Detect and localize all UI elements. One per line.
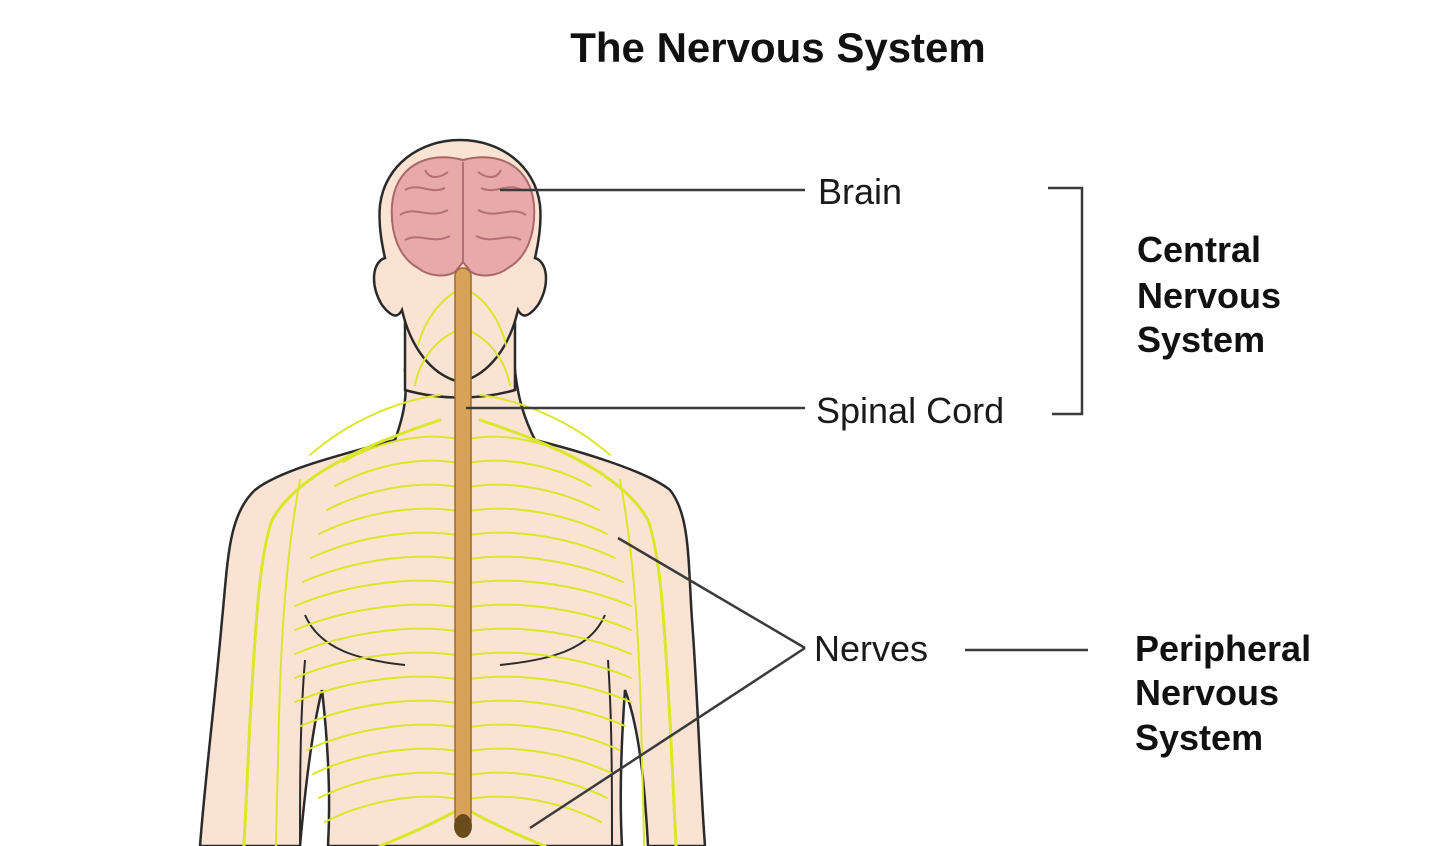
group-peripheral-line-1: Peripheral [1135, 628, 1311, 669]
intercostal-nerve [318, 507, 464, 535]
intercostal-nerve [300, 699, 464, 727]
intercostal-nerve [462, 531, 616, 559]
nerve-shoulder-left [309, 394, 441, 456]
intercostal-nerve [462, 723, 620, 751]
nerve-arm-right-2 [619, 479, 645, 846]
nerve-face-right [467, 289, 507, 346]
intercostal-nerve [294, 675, 464, 703]
intercostal-nerve [462, 651, 632, 679]
nerve-lumbar-right [466, 808, 547, 846]
intercostal-nerve [326, 483, 464, 511]
intercostal-nerve [294, 627, 464, 655]
intercostal-nerve [302, 555, 464, 583]
intercostal-nerve [462, 747, 614, 775]
intercostal-nerve [462, 507, 608, 535]
intercostal-nerve [310, 531, 464, 559]
group-peripheral-line-2: Nervous [1135, 672, 1279, 713]
cauda-equina [454, 814, 472, 838]
torso [198, 368, 707, 846]
label-spinal-cord: Spinal Cord [816, 390, 1004, 431]
label-brain: Brain [818, 171, 902, 212]
nerve-arm-left [242, 418, 442, 846]
nerve-neck-right [467, 329, 511, 386]
intercostal-nerve [462, 603, 632, 631]
group-central-line-3: System [1137, 319, 1265, 360]
intercostal-nerves [294, 435, 632, 823]
intercostal-nerve [294, 603, 464, 631]
cns-bracket [1048, 186, 1084, 416]
group-peripheral-line-3: System [1135, 717, 1263, 758]
group-central-line-1: Central [1137, 229, 1261, 270]
brain [390, 156, 536, 277]
chest-line-left [304, 614, 406, 666]
group-central-line-2: Nervous [1137, 275, 1281, 316]
intercostal-nerve [462, 483, 600, 511]
intercostal-nerve [312, 747, 464, 775]
intercostal-nerve [318, 771, 464, 799]
spinal-cord [454, 267, 472, 829]
arm-line-left [299, 659, 306, 846]
intercostal-nerve [462, 795, 602, 823]
nerve-shoulder-right [479, 394, 611, 456]
intercostal-nerve [306, 723, 464, 751]
nerve-face-left [417, 289, 459, 346]
intercostal-nerve [294, 579, 464, 607]
nerve-neck-left [414, 329, 459, 386]
intercostal-nerve [462, 627, 632, 655]
intercostal-nerve [462, 459, 592, 487]
intercostal-nerve [462, 771, 608, 799]
group-central-nervous-system: Central Nervous System [1137, 229, 1281, 360]
intercostal-nerve [462, 435, 584, 463]
arm-line-right [607, 659, 613, 846]
diagram-title: The Nervous System [570, 24, 986, 71]
leader-nerves-lower [529, 646, 806, 830]
group-peripheral-nervous-system: Peripheral Nervous System [1135, 628, 1311, 758]
nerve-lumbar-left [378, 808, 460, 846]
intercostal-nerve [462, 555, 624, 583]
intercostal-nerve [462, 675, 632, 703]
intercostal-nerve [462, 579, 632, 607]
intercostal-nerve [342, 435, 464, 463]
intercostal-nerve [324, 795, 464, 823]
nerve-network [242, 289, 678, 846]
intercostal-nerve [334, 459, 464, 487]
label-nerves: Nerves [814, 628, 928, 669]
intercostal-nerve [294, 651, 464, 679]
chest-line-right [499, 614, 606, 666]
intercostal-nerve [462, 699, 626, 727]
leader-nerves-upper [617, 536, 806, 650]
nerve-arm-left-2 [275, 479, 301, 846]
